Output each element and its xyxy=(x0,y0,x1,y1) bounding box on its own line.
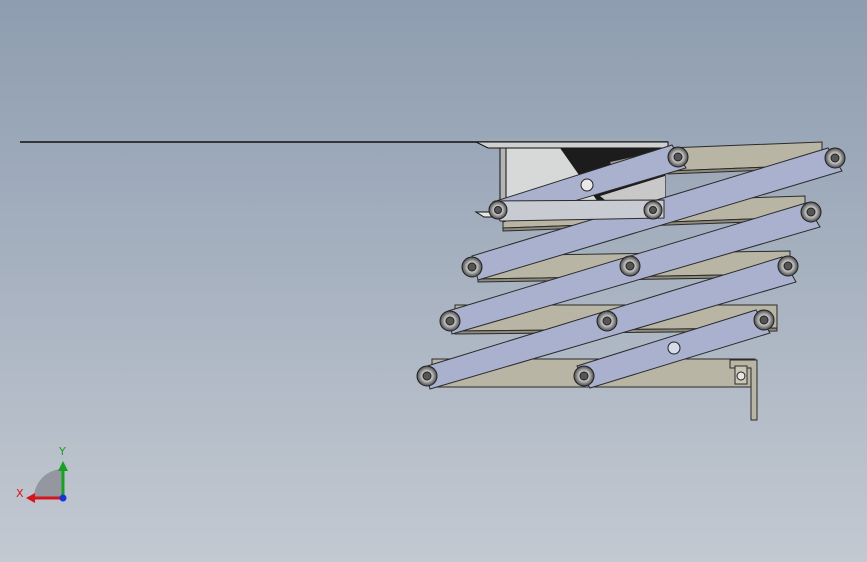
triad-y-label: Y xyxy=(58,445,66,458)
hole-1 xyxy=(580,178,594,192)
hole-2 xyxy=(667,341,681,355)
pivot-8 xyxy=(777,255,799,277)
hole-3 xyxy=(736,371,746,381)
pivot-12 xyxy=(416,365,438,387)
pivot-1 xyxy=(667,146,689,168)
triad-x-label: X xyxy=(16,487,24,500)
triad-z-axis-icon xyxy=(59,494,67,502)
bracket-top-flange xyxy=(475,141,669,149)
pivot-10 xyxy=(596,310,618,332)
axis-triad: X Y xyxy=(16,445,68,503)
pivot-11 xyxy=(753,309,775,331)
pivot-4 xyxy=(643,200,663,220)
pivot-13 xyxy=(573,365,595,387)
triad-x-arrow-icon xyxy=(26,493,35,503)
pivot-7 xyxy=(619,255,641,277)
pivot-9 xyxy=(439,310,461,332)
pivot-2 xyxy=(824,147,846,169)
blue-link-b1 xyxy=(494,199,665,222)
pivot-joints xyxy=(416,146,846,387)
pivot-3 xyxy=(488,200,508,220)
pivot-6 xyxy=(461,256,483,278)
triad-y-arrow-icon xyxy=(58,461,68,471)
triad-quadrant xyxy=(34,469,63,498)
pivot-5 xyxy=(800,201,822,223)
